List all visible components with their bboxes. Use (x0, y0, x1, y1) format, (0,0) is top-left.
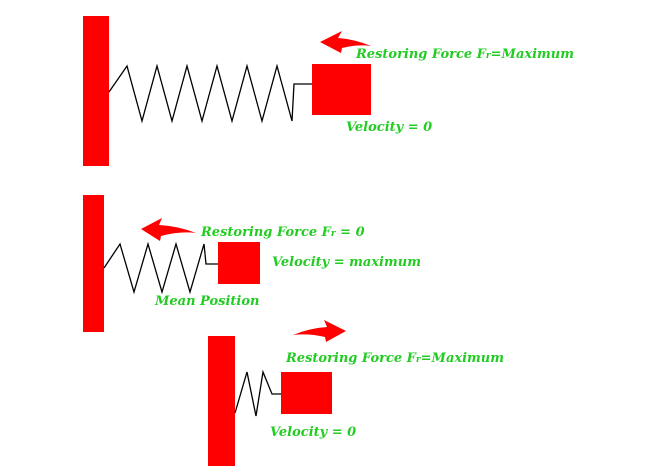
state-extreme-right-1: Restoring Force Fr=Maximum Velocity = 0 (83, 16, 574, 166)
spring-2 (103, 241, 218, 295)
block-3 (281, 372, 332, 414)
mean-position-label: Mean Position (154, 294, 259, 309)
block-2 (218, 242, 260, 284)
restoring-force-arrow-2 (141, 218, 196, 241)
restoring-force-arrow-3 (293, 320, 346, 342)
state-extreme-compressed: Restoring Force Fr=Maximum Velocity = 0 (208, 320, 504, 466)
restoring-force-label-3: Restoring Force Fr=Maximum (285, 351, 504, 366)
velocity-label-1: Velocity = 0 (346, 120, 432, 135)
spring-3 (234, 369, 281, 417)
velocity-label-2: Velocity = maximum (272, 255, 421, 270)
restoring-force-label-1: Restoring Force Fr=Maximum (355, 47, 574, 62)
velocity-label-3: Velocity = 0 (270, 425, 356, 440)
wall-2 (83, 195, 104, 332)
block-1 (312, 64, 371, 115)
state-mean-position: Restoring Force Fr = 0 Velocity = maximu… (83, 195, 421, 332)
restoring-force-arrow-1 (320, 31, 371, 53)
wall-1 (83, 16, 109, 166)
restoring-force-label-2: Restoring Force Fr = 0 (200, 225, 365, 240)
spring-1 (108, 63, 312, 124)
wall-3 (208, 336, 235, 466)
